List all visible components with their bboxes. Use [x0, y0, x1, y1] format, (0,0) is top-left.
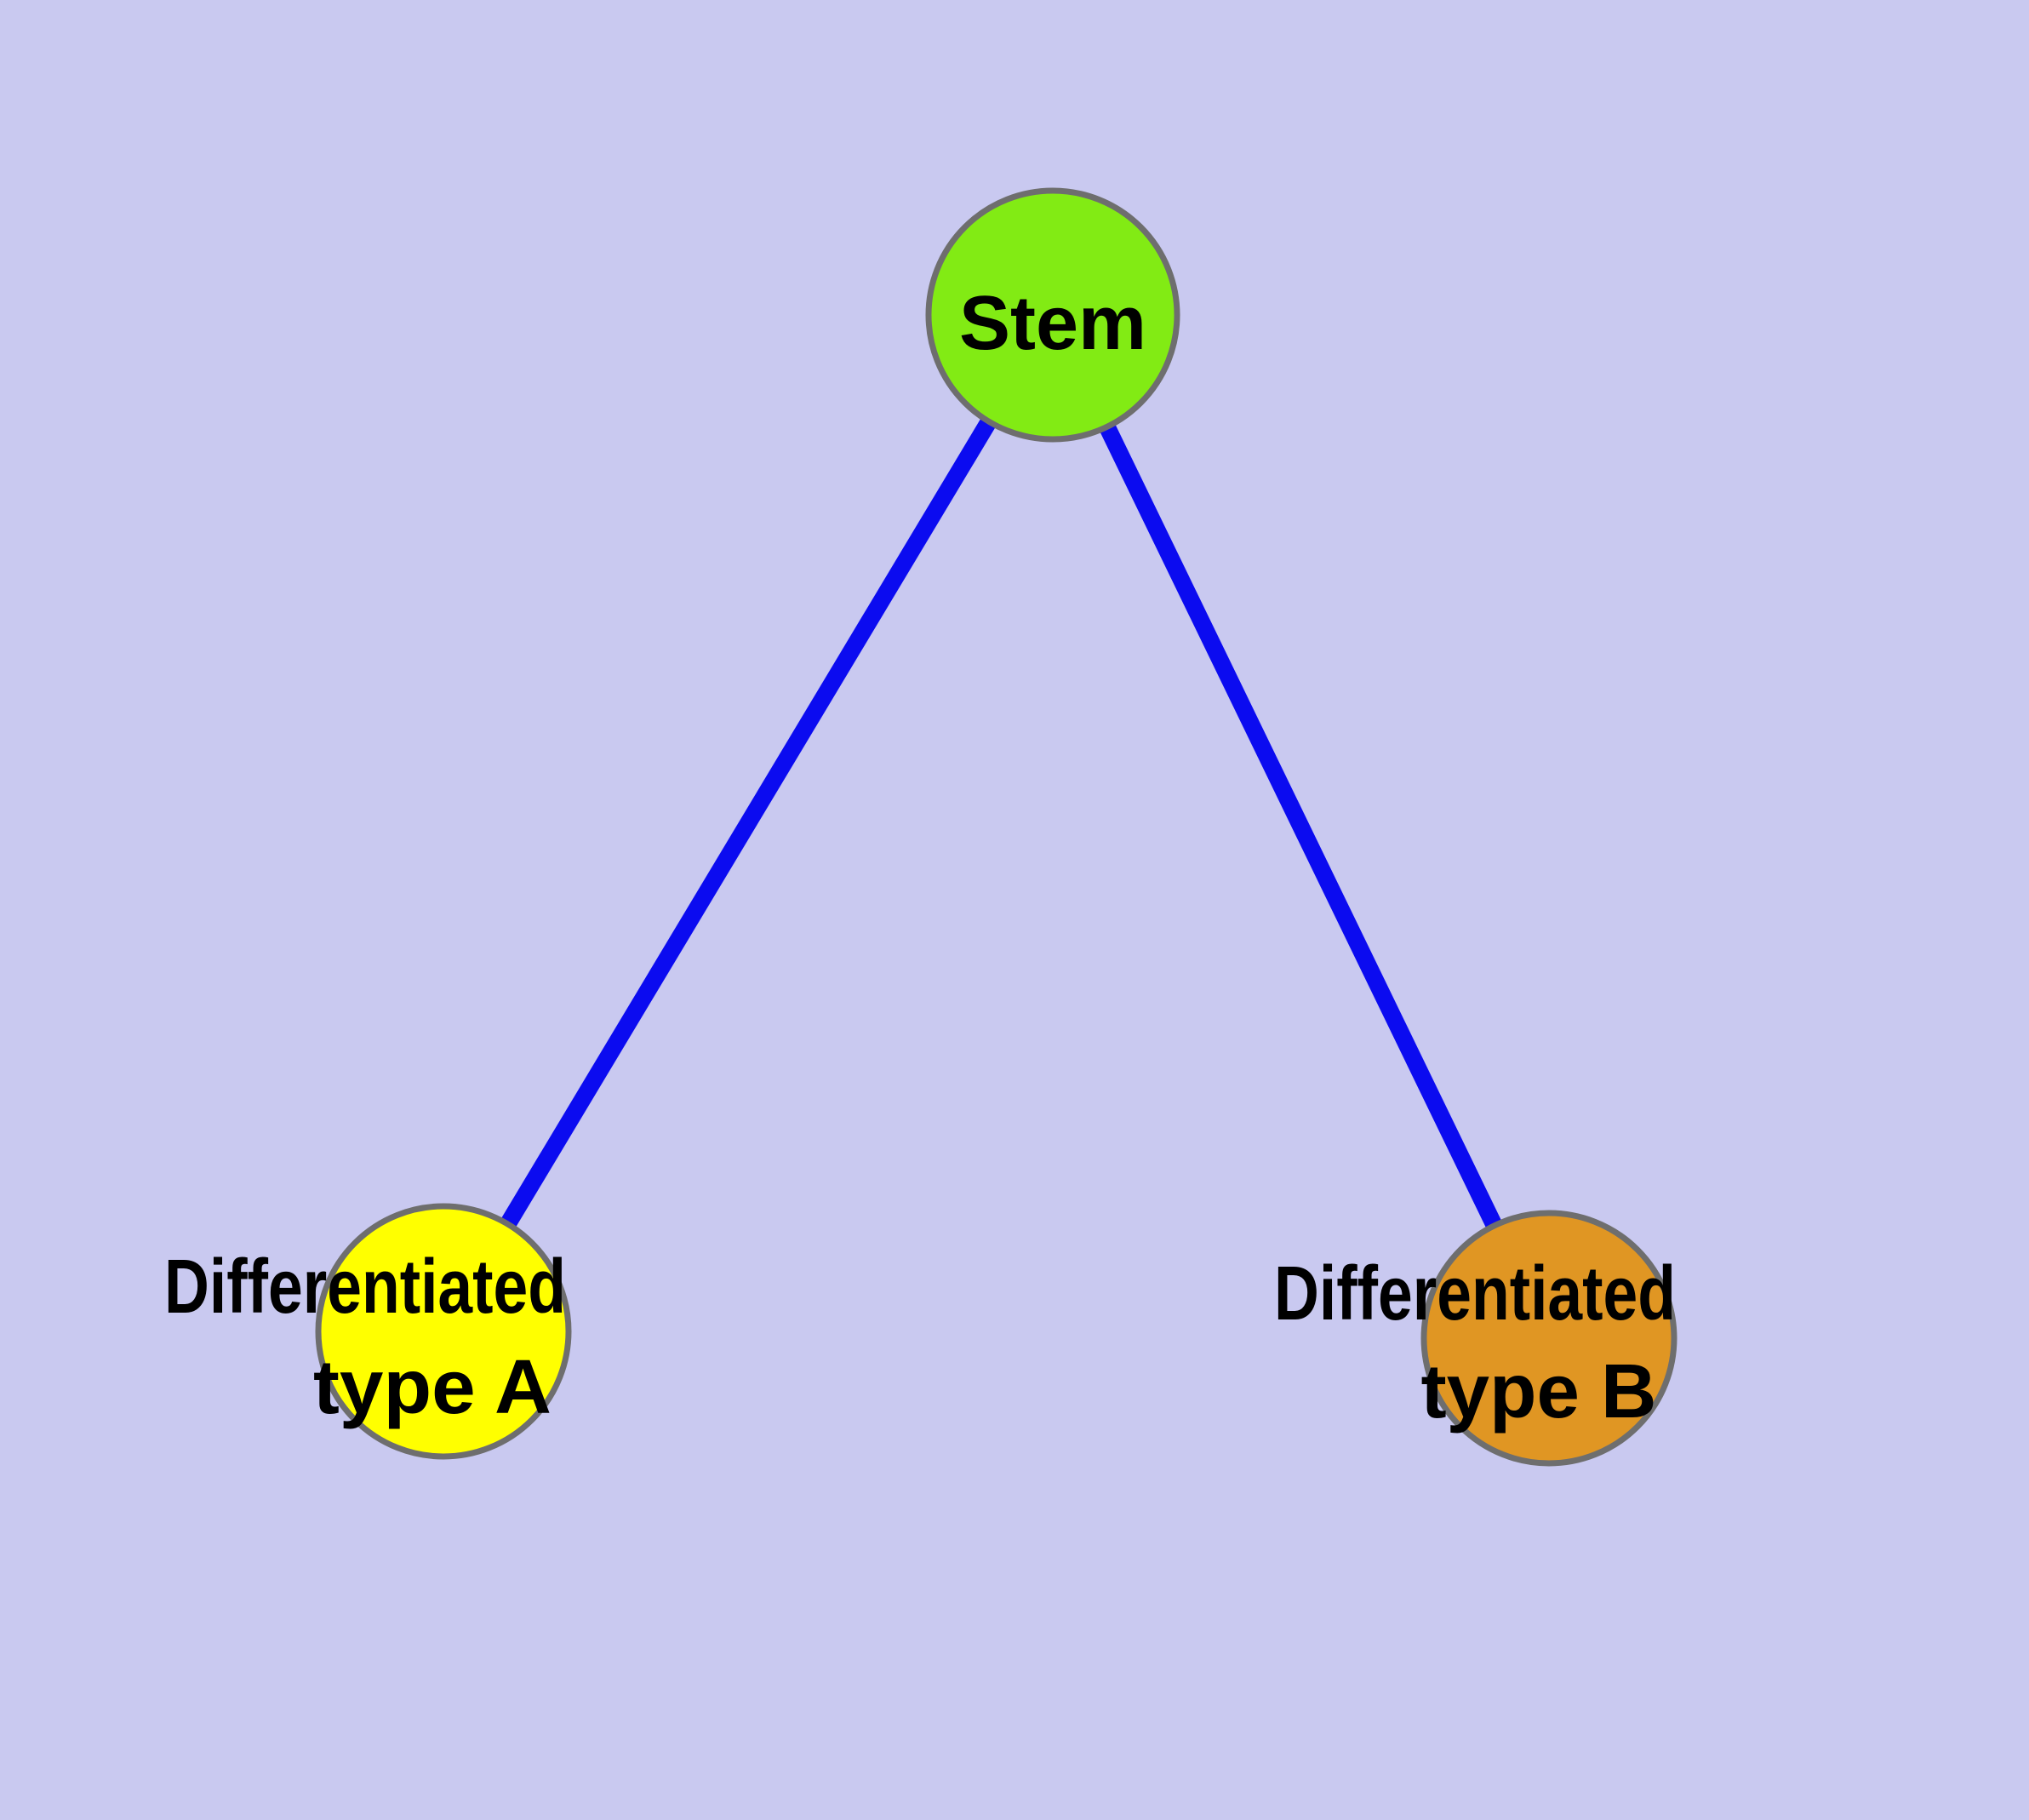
stem-node [925, 187, 1180, 443]
differentiated-type-b-label-line2: type B [1421, 1349, 1657, 1434]
edge-stem-to-type-a [436, 310, 1060, 1336]
differentiated-type-a-node [315, 1203, 572, 1460]
differentiated-type-a-label-line2: type A [313, 1345, 552, 1430]
differentiated-type-a-label-line1: Differentiated [164, 1245, 566, 1330]
stem-node-label: Stem [959, 281, 1146, 366]
differentiated-type-b-label-line1: Differentiated [1274, 1251, 1676, 1336]
edge-stem-to-type-b [1045, 311, 1557, 1342]
differentiated-type-b-node [1420, 1210, 1677, 1467]
